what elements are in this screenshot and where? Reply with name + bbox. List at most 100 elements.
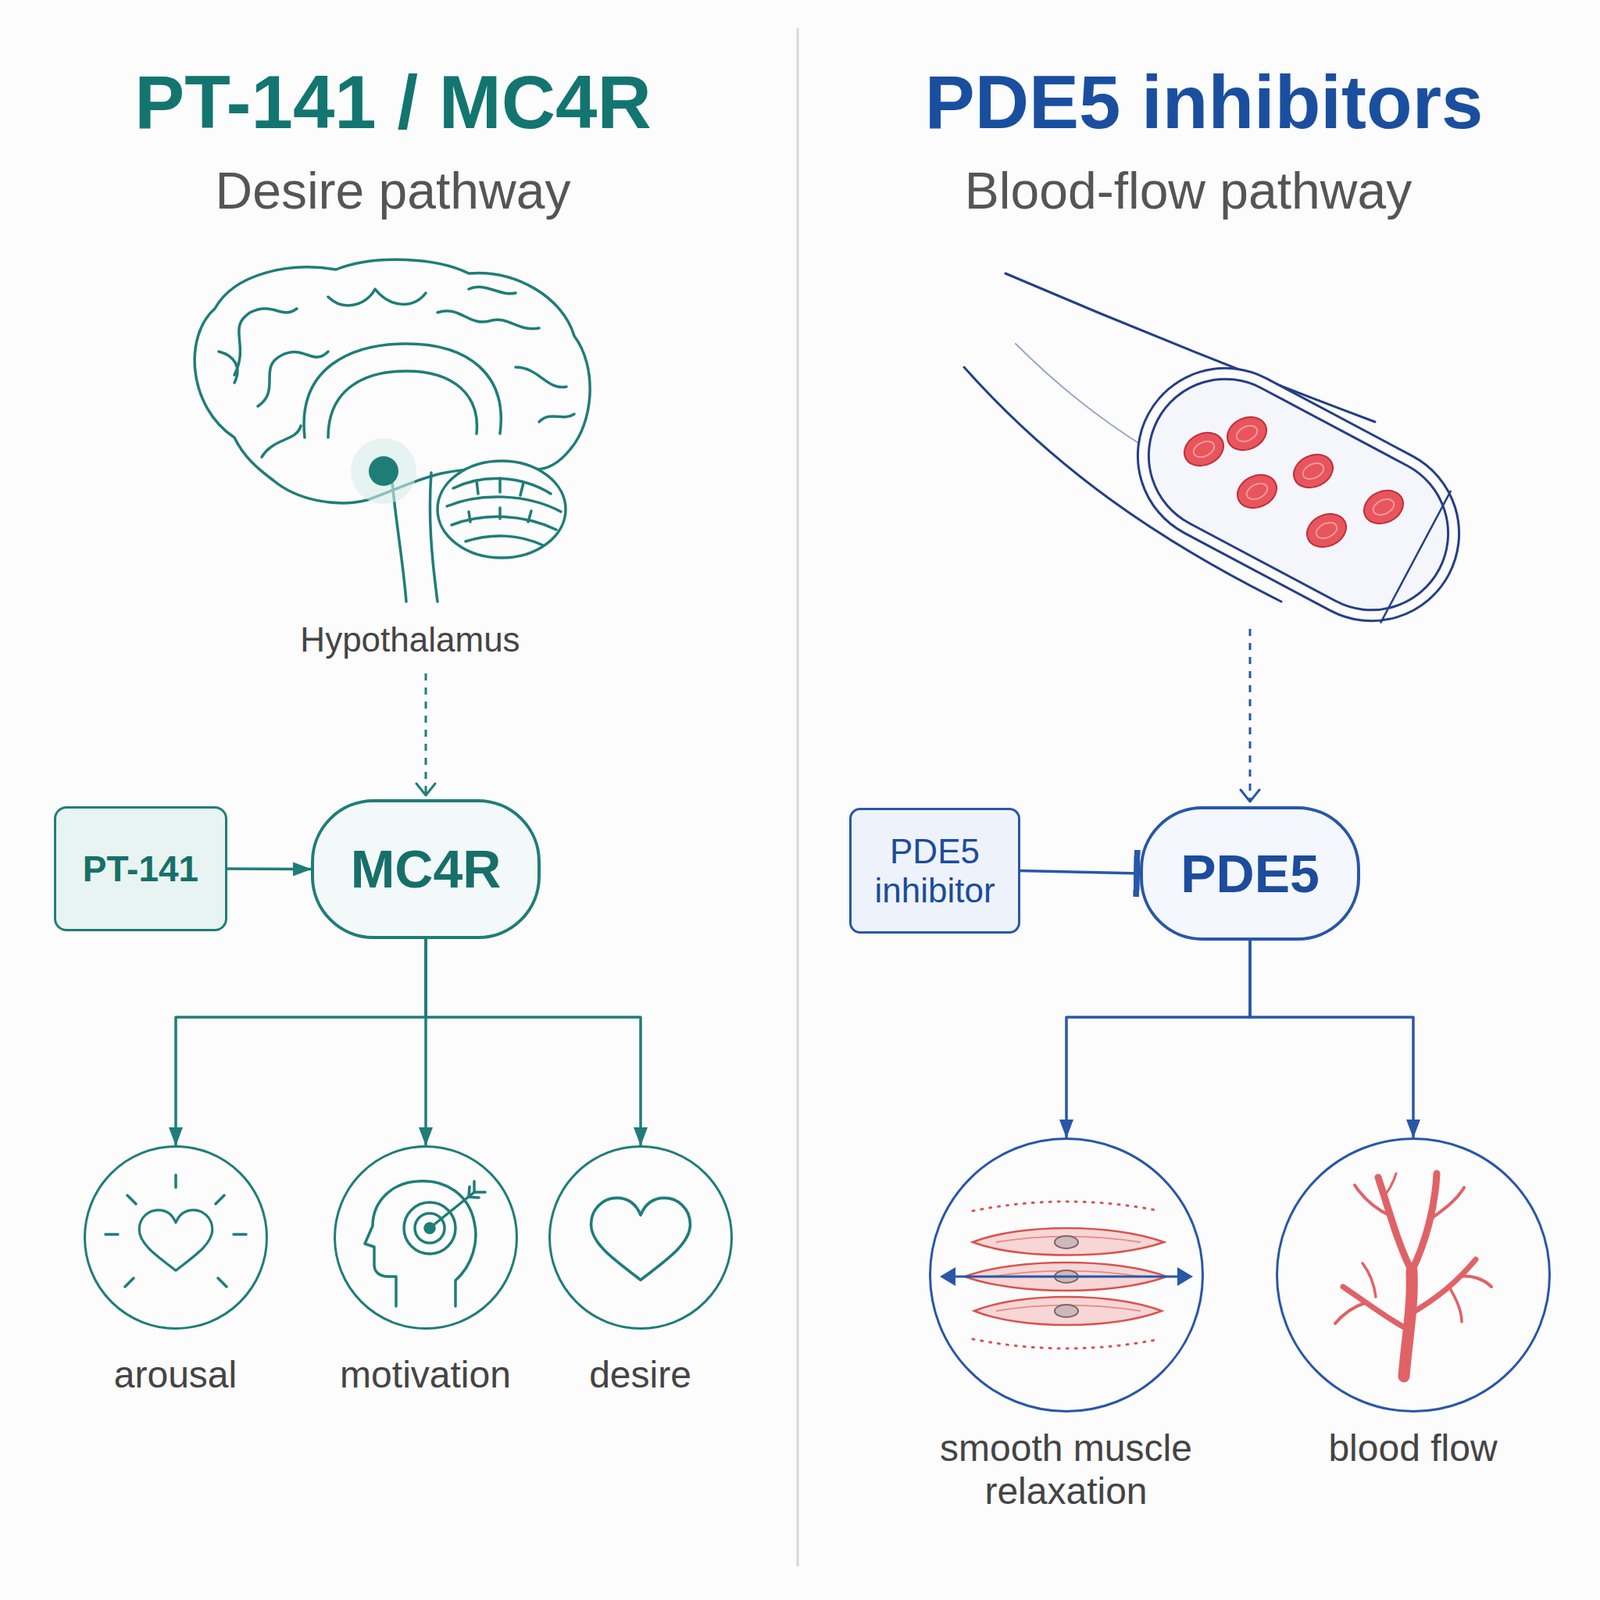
smooth-muscle-icon-part <box>952 1275 1181 1279</box>
vessel-illustration-part <box>1191 422 1397 542</box>
arrow-connector <box>1066 940 1250 1138</box>
box-label: PDE5 <box>1180 844 1320 904</box>
effect-label: smooth muscle relaxation <box>925 1426 1208 1513</box>
arrow-connector <box>227 867 311 871</box>
drug-box: PDE5 inhibitor <box>849 807 1021 934</box>
brain-illustration-part <box>539 414 575 422</box>
inhibition-connector <box>1020 871 1140 875</box>
smooth-muscle-icon-part <box>939 1267 1193 1286</box>
blood-flow-icon-part <box>1448 1285 1462 1322</box>
brain-illustration-part <box>468 478 532 522</box>
box-label: PDE5 inhibitor <box>864 832 1006 910</box>
effect-circle: arousal <box>83 1145 268 1330</box>
motivation-icon <box>364 1181 486 1307</box>
blood-flow-icon-part <box>1403 1271 1412 1377</box>
blood-flow-icon <box>1335 1173 1492 1377</box>
brain-illustration <box>194 259 590 602</box>
brain-illustration-part <box>451 516 557 530</box>
brain-illustration-part <box>261 425 301 458</box>
region-label: Hypothalamus <box>19 620 801 661</box>
brain-illustration-part <box>368 456 399 486</box>
brain-illustration-part <box>453 478 551 494</box>
brain-illustration-part <box>437 460 566 558</box>
vessel-illustration-part-part <box>1107 337 1490 652</box>
arrow-connector <box>175 939 426 1146</box>
effect-label: arousal <box>46 1353 305 1397</box>
blood-flow-icon-part <box>1335 1302 1367 1324</box>
blood-flow-icon-part <box>1410 1259 1476 1315</box>
receptor-box: MC4R <box>310 799 541 940</box>
smooth-muscle-icon-part <box>972 1339 1161 1349</box>
brain-illustration-part <box>515 367 567 388</box>
box-label: PT-141 <box>82 849 199 890</box>
vessel-illustration-part-part <box>1234 422 1261 445</box>
smooth-muscle-icon <box>939 1201 1193 1349</box>
arousal-icon-part <box>105 1175 247 1287</box>
effect-label: blood flow <box>1272 1426 1554 1470</box>
effect-label: desire <box>511 1353 770 1397</box>
panel-title: PDE5 inhibitors <box>813 59 1595 146</box>
drug-box: PT-141 <box>53 806 228 932</box>
blood-flow-icon-part <box>1460 1276 1492 1287</box>
arousal-icon <box>105 1175 247 1287</box>
brain-illustration-part <box>465 535 543 546</box>
effect-circle: blood flow <box>1275 1137 1551 1413</box>
brain-illustration-part <box>350 438 417 504</box>
vessel-illustration-part-part <box>1232 468 1283 515</box>
arrow-connector <box>424 939 428 1146</box>
vessel-illustration-part-part <box>1300 460 1327 483</box>
effect-circle: smooth muscle relaxation <box>928 1137 1204 1413</box>
desire-icon <box>591 1197 691 1280</box>
panel-subtitle: Desire pathway <box>2 161 784 222</box>
arrow-connector <box>1250 940 1414 1138</box>
vessel-illustration-part-part <box>1371 496 1397 518</box>
enzyme-box: PDE5 <box>1139 806 1361 941</box>
brain-illustration-part <box>303 343 501 438</box>
dashed-arrow-part <box>1240 789 1260 802</box>
box-label: MC4R <box>350 839 502 899</box>
panel-divider <box>796 28 800 1567</box>
panel-title: PT-141 / MC4R <box>2 59 784 146</box>
panel-subtitle: Blood-flow pathway <box>797 161 1579 222</box>
smooth-muscle-icon-part-part <box>1054 1235 1079 1249</box>
arousal-icon-part <box>139 1210 213 1271</box>
brain-illustration-part <box>234 308 297 375</box>
brain-illustration-part <box>468 286 516 294</box>
brain-illustration-part <box>328 371 477 438</box>
smooth-muscle-icon-part-part <box>992 1236 1141 1312</box>
smooth-muscle-icon-part <box>972 1201 1161 1211</box>
brain-illustration-part <box>437 310 540 329</box>
brain-illustration-part <box>328 289 426 306</box>
brain-illustration-part <box>429 472 438 602</box>
brain-illustration-part <box>446 496 561 512</box>
brain-illustration-part <box>218 351 238 383</box>
blood-flow-icon-part <box>1428 1187 1465 1221</box>
dashed-arrow <box>416 673 436 796</box>
blood-flow-icon-part <box>1383 1173 1397 1197</box>
vessel-illustration-part-part <box>1301 507 1352 554</box>
vessel-illustration-part-part <box>1178 426 1229 472</box>
desire-icon-part <box>591 1197 691 1280</box>
vessel-illustration-part-part <box>1121 352 1475 638</box>
vessel-illustration-part <box>1178 410 1409 554</box>
dashed-arrow-part <box>425 673 428 794</box>
dashed-arrow <box>1240 628 1260 802</box>
vessel-illustration-part-part <box>1358 484 1409 530</box>
blood-flow-icon-part <box>1362 1263 1376 1297</box>
blood-flow-icon-part <box>1411 1173 1437 1272</box>
dashed-arrow-part <box>416 783 436 796</box>
smooth-muscle-icon-part <box>992 1236 1141 1312</box>
vessel-illustration-part <box>1107 337 1490 652</box>
vessel-illustration-part-part <box>1244 480 1271 503</box>
effect-circle: motivation <box>333 1145 518 1330</box>
vessel-illustration-part-part <box>1314 519 1340 542</box>
smooth-muscle-icon-part-part <box>1054 1304 1079 1318</box>
vessel-illustration-part-part <box>1191 438 1218 461</box>
arrow-connector <box>425 939 641 1146</box>
vessel-illustration-part-part <box>1288 448 1339 494</box>
smooth-muscle-icon-part-part <box>974 1296 1162 1325</box>
vessel-illustration <box>964 273 1490 652</box>
